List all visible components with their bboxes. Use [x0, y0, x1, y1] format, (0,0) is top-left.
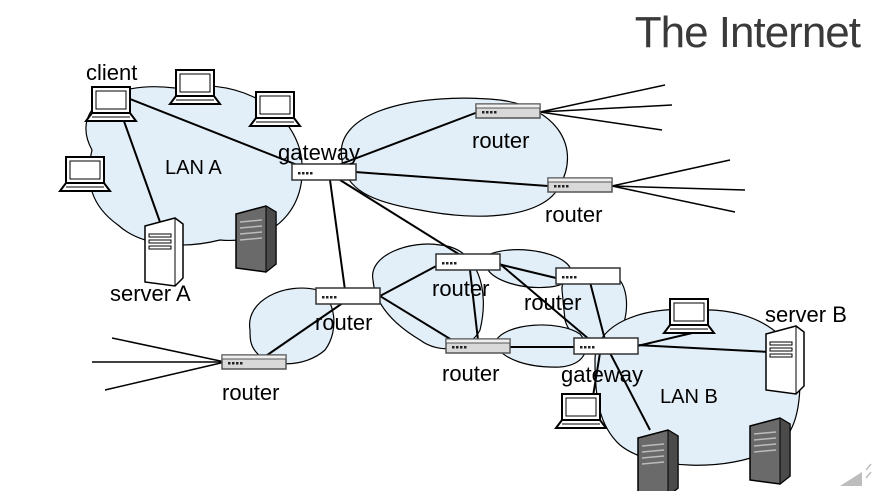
router-icon	[555, 267, 621, 285]
links	[119, 94, 771, 431]
server-a-icon	[144, 217, 184, 287]
server-icon	[235, 205, 277, 273]
router-icon	[445, 338, 511, 354]
lan-a-cloud	[85, 85, 303, 246]
router-label: router	[222, 380, 279, 405]
external-links	[92, 84, 746, 391]
gateway-b-icon	[573, 337, 639, 355]
router-label: router	[315, 310, 372, 335]
client-laptop-icon	[85, 86, 137, 122]
router-label: router	[432, 276, 489, 301]
laptop-icon	[555, 393, 607, 429]
gateway-b-label: gateway	[561, 362, 643, 387]
lan-a-label: LAN A	[165, 157, 222, 179]
router-label: router	[442, 361, 499, 386]
lan-b-label: LAN B	[660, 386, 718, 408]
server-a-label: server A	[110, 281, 191, 306]
router-icon	[315, 287, 381, 305]
router-left-cloud	[249, 287, 335, 365]
router-icon	[547, 177, 613, 193]
router-label: router	[545, 202, 602, 227]
laptop-icon	[169, 69, 221, 105]
laptop-icon	[663, 298, 715, 334]
laptop-icon	[59, 156, 111, 192]
lan-b-cloud	[594, 308, 801, 466]
gateway-a-icon	[291, 163, 357, 181]
client-label: client	[86, 60, 137, 85]
slide-title: The Internet	[634, 8, 861, 57]
router-icon	[475, 103, 541, 119]
backbone-cloud	[340, 97, 569, 217]
router-icon	[221, 354, 287, 370]
slide-corner-icon	[840, 463, 872, 486]
laptop-icon	[249, 91, 301, 127]
gateway-a-label: gateway	[278, 140, 360, 165]
server-b-icon	[765, 325, 805, 395]
server-icon	[637, 429, 679, 496]
router-icon	[435, 253, 501, 271]
router-label: router	[472, 128, 529, 153]
server-b-label: server B	[765, 302, 847, 327]
router-label: router	[524, 290, 581, 315]
server-icon	[749, 417, 791, 485]
